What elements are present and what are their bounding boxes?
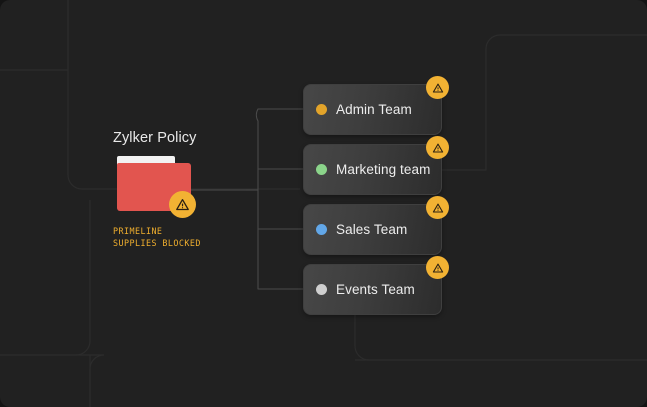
team-card-marketing[interactable]: Marketing team [303, 136, 449, 195]
status-dot [316, 284, 327, 295]
status-dot [316, 164, 327, 175]
status-code-line-2: SUPPLIES BLOCKED [113, 237, 201, 248]
warning-triangle-icon[interactable] [169, 191, 196, 218]
team-card-label: Events Team [336, 282, 415, 297]
page-title: Zylker Policy [113, 130, 197, 146]
status-code-line-1: PRIMELINE [113, 226, 163, 236]
status-dot [316, 224, 327, 235]
status-code-text: PRIMELINE SUPPLIES BLOCKED [113, 226, 293, 249]
warning-triangle-icon[interactable] [426, 136, 449, 159]
root-node[interactable]: Zylker Policy PRIMELINE SUPPLIES BLOCKED [113, 129, 293, 249]
warning-triangle-icon[interactable] [426, 256, 449, 279]
team-card-admin[interactable]: Admin Team [303, 76, 449, 135]
red-folder-icon[interactable] [113, 156, 196, 218]
warning-triangle-icon[interactable] [426, 196, 449, 219]
status-dot [316, 104, 327, 115]
warning-triangle-icon[interactable] [426, 76, 449, 99]
team-card-sales[interactable]: Sales Team [303, 196, 449, 255]
team-card-label: Marketing team [336, 162, 431, 177]
team-card-label: Sales Team [336, 222, 408, 237]
team-card-events[interactable]: Events Team [303, 256, 449, 315]
folder-tab [117, 156, 175, 165]
team-card-label: Admin Team [336, 102, 412, 117]
